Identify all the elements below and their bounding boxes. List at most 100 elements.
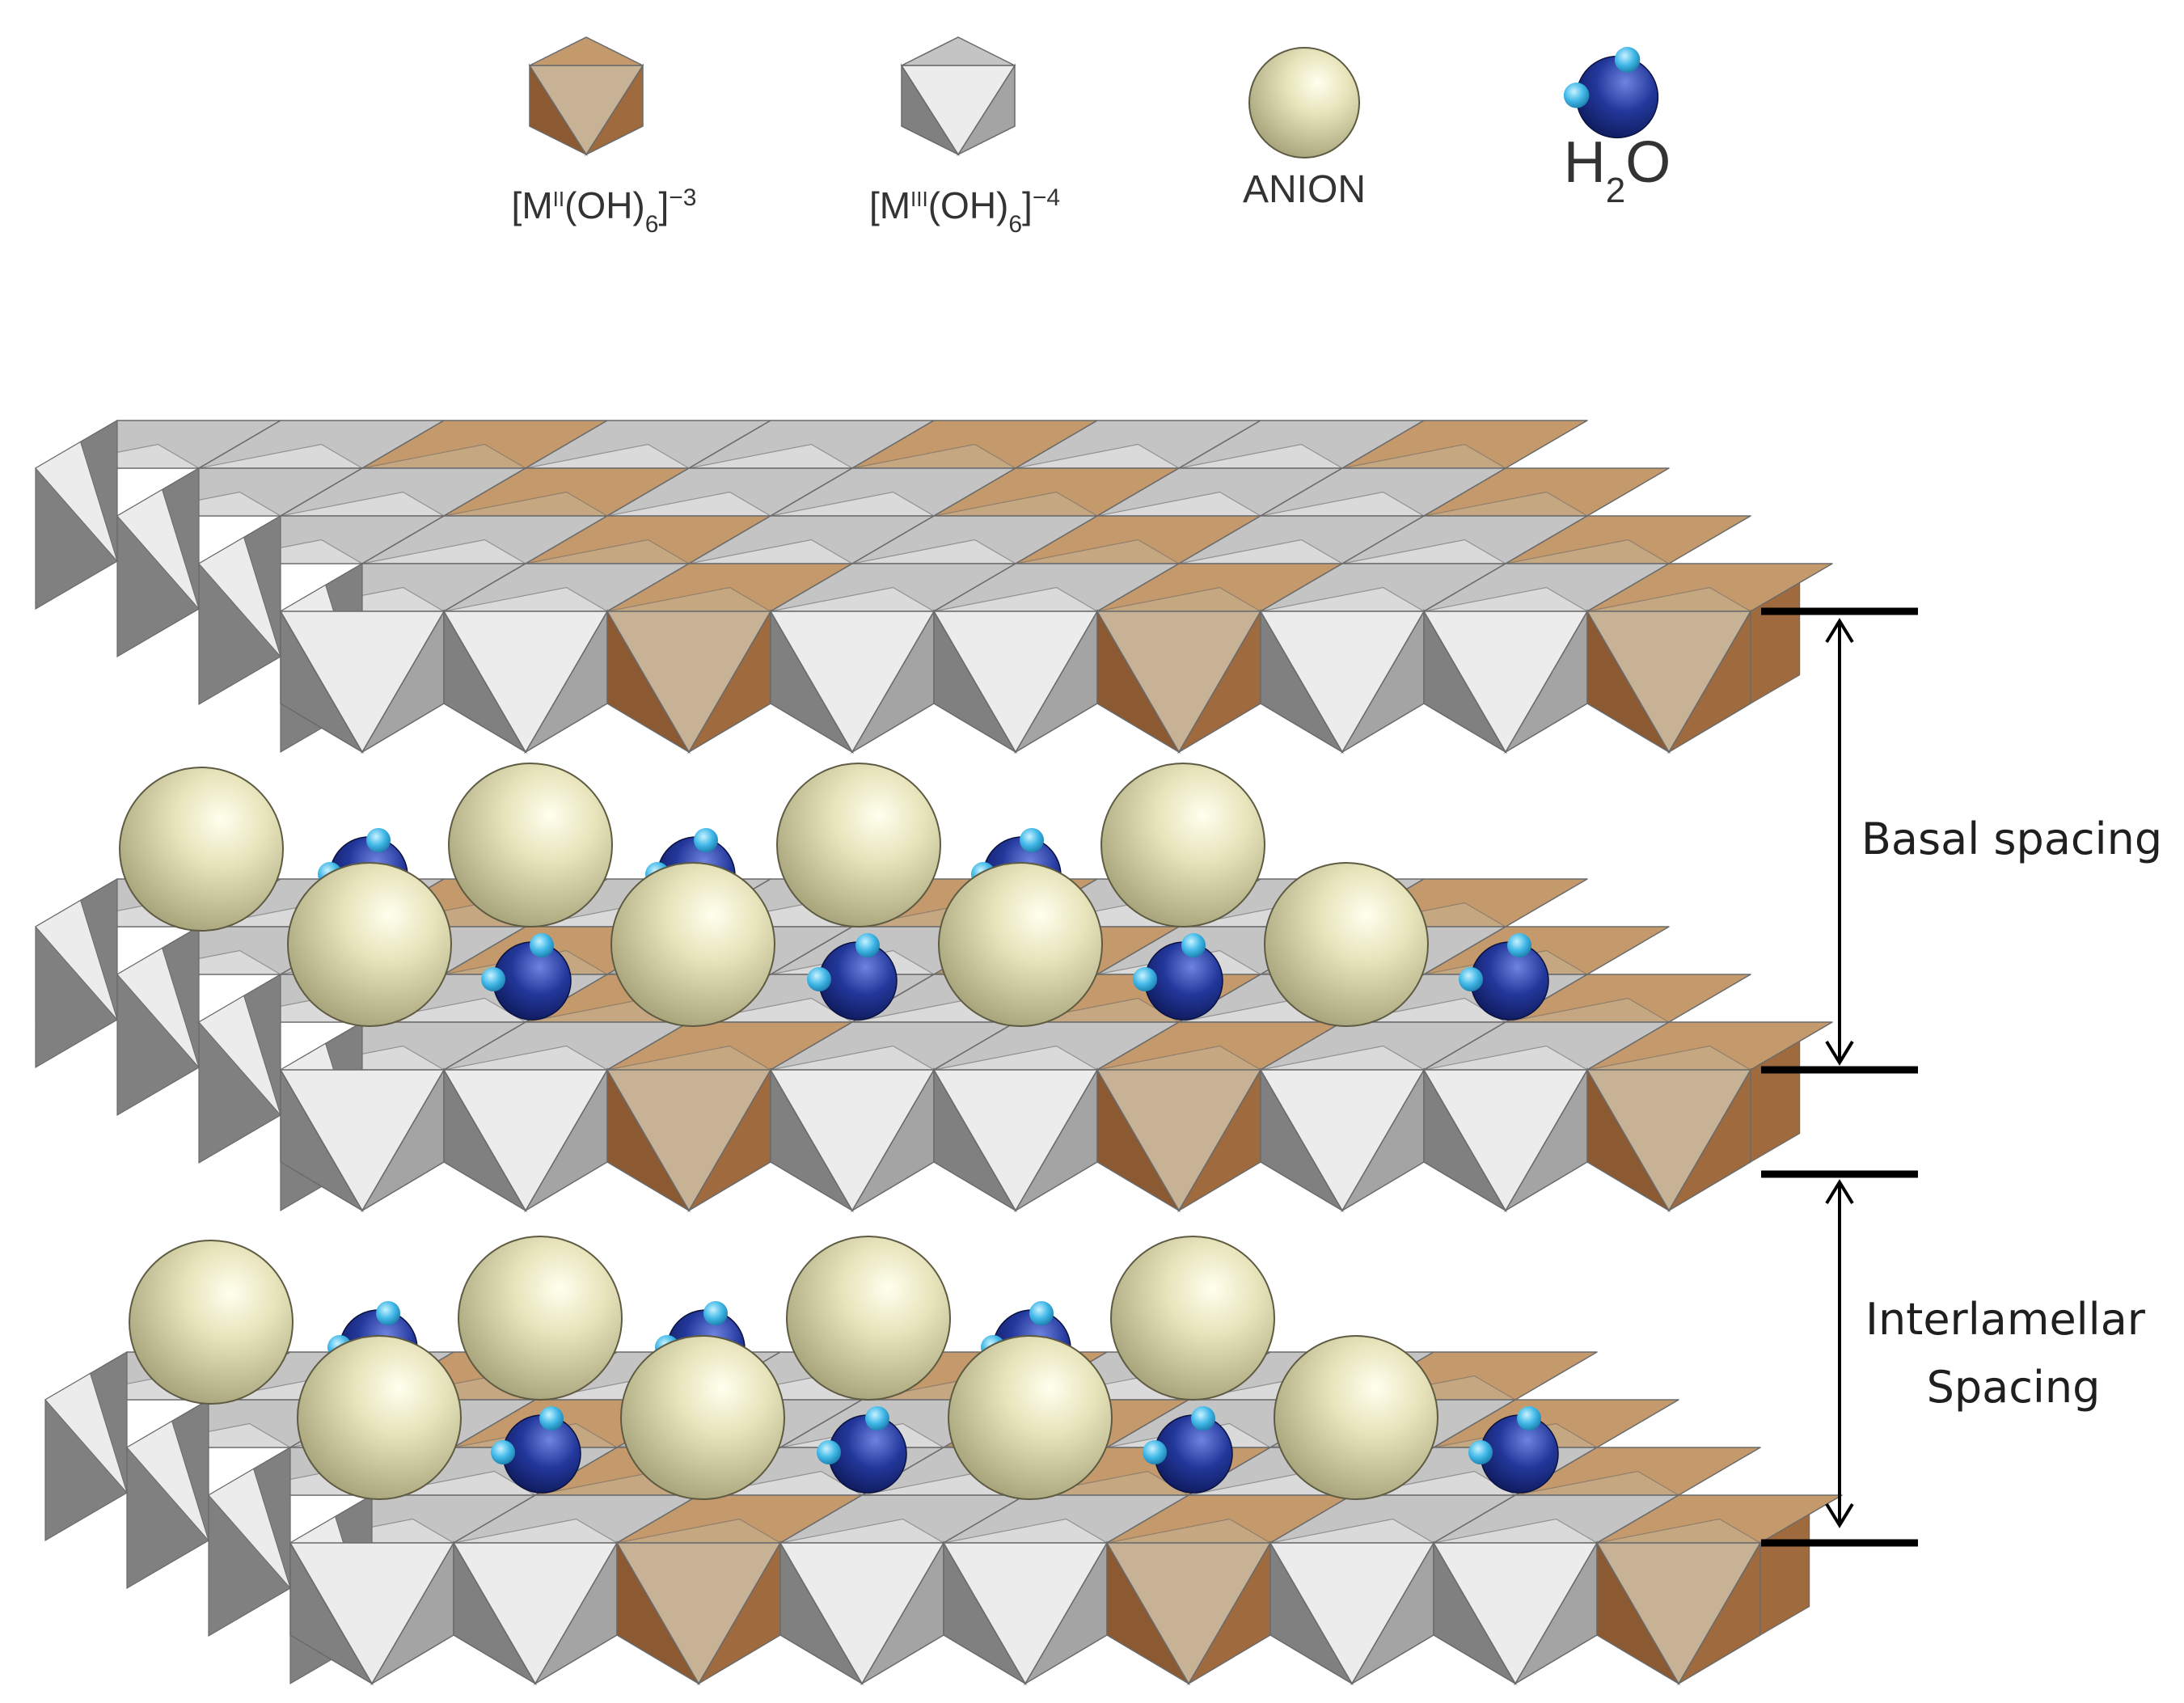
legend-item-m2: [MII(OH)6]−3 <box>512 36 697 238</box>
legend-label-m3: [MIII(OH)6]−4 <box>869 184 1060 238</box>
hydrogen-atom <box>481 967 505 991</box>
basal-spacing-arrow <box>1825 618 1854 1066</box>
anion-sphere <box>287 862 452 1027</box>
interlayer-gallery-1 <box>119 763 1549 1027</box>
legend-label-water: H2O <box>1564 130 1671 210</box>
anion-sphere <box>620 1335 785 1500</box>
legend-item-water: H2O <box>1563 47 1671 210</box>
anion-sphere <box>119 767 284 932</box>
miii-octahedron-front-face <box>1422 1069 1589 1212</box>
layer-side-facet <box>116 947 200 1068</box>
layer-side-facet <box>35 441 118 562</box>
anion-sphere <box>610 862 775 1027</box>
mii-octahedron-front-face <box>606 611 772 754</box>
miii-octahedron-front-face <box>1269 1542 1435 1685</box>
layer-side-facet <box>198 536 281 657</box>
hydrogen-atom <box>1459 967 1483 991</box>
interlamellar-spacing-arrow <box>1825 1179 1854 1528</box>
miii-octahedron-front-face <box>289 1542 455 1685</box>
legend-label-m2: [MII(OH)6]−3 <box>512 184 697 238</box>
hydrogen-atom <box>1143 1440 1167 1464</box>
mii-octahedron-front-face <box>1096 611 1262 754</box>
mii-octahedron-front-face <box>606 1069 772 1212</box>
water-molecule <box>481 933 572 1021</box>
layer-side-facet <box>35 899 118 1021</box>
miii-octahedron-front-face <box>932 1069 1099 1212</box>
miii-octahedron-front-face <box>442 1069 609 1212</box>
hydrogen-atom <box>1507 933 1531 957</box>
anion-sphere <box>448 763 613 928</box>
layer-side-facet <box>126 1420 209 1541</box>
anion-sphere <box>297 1335 462 1500</box>
hydrogen-atom <box>1468 1440 1493 1464</box>
hydrogen-atom <box>376 1301 400 1325</box>
icon-face <box>900 65 1016 156</box>
hydrogen-atom <box>366 828 391 852</box>
icon-face <box>901 36 1016 66</box>
hydrogen-atom <box>807 967 831 991</box>
miii-octahedron-front-face <box>442 611 609 754</box>
hydrogen-atom <box>539 1406 564 1430</box>
water-molecule <box>1459 933 1549 1021</box>
hydrogen-atom <box>855 933 880 957</box>
anion-sphere <box>1274 1335 1438 1500</box>
anion-sphere <box>776 763 941 928</box>
water-molecule <box>817 1406 907 1494</box>
miii-octahedron-front-face <box>1259 611 1426 754</box>
anion-sphere <box>1110 1236 1275 1401</box>
water-molecule <box>1143 1406 1233 1494</box>
hydrogen-atom <box>530 933 554 957</box>
water-molecule-icon <box>1563 47 1659 139</box>
anion-sphere <box>129 1240 294 1405</box>
layer-side-facet <box>44 1372 128 1494</box>
legend-item-anion: ANION <box>1243 47 1366 211</box>
legend: [MII(OH)6]−3 [MIII(OH)6]−4 ANION H2O <box>512 36 1671 238</box>
hydrogen-atom <box>1181 933 1206 957</box>
anion-sphere <box>786 1236 951 1401</box>
legend-label-anion: ANION <box>1243 168 1366 211</box>
miii-octahedron-front-face <box>279 611 446 754</box>
miii-octahedron-front-face <box>452 1542 619 1685</box>
anion-sphere <box>458 1236 623 1401</box>
gray-octahedron-icon <box>900 36 1016 156</box>
layer-stack <box>35 419 1843 1686</box>
anion-sphere <box>938 862 1103 1027</box>
water-molecule <box>1133 933 1223 1021</box>
miii-octahedron-front-face <box>1422 611 1589 754</box>
miii-octahedron-front-face <box>1432 1542 1599 1685</box>
anion-sphere <box>1264 862 1429 1027</box>
anion-sphere <box>1100 763 1265 928</box>
hydrogen-atom <box>694 828 718 852</box>
icon-face <box>528 65 644 156</box>
mii-octahedron-front-face <box>1096 1069 1262 1212</box>
mii-octahedron-front-face <box>1586 611 1752 754</box>
hydrogen-atom <box>1020 828 1044 852</box>
mii-octahedron-front-face <box>1586 1069 1752 1212</box>
hydrogen-atom <box>1517 1406 1541 1430</box>
layer-side-facet <box>208 1468 291 1589</box>
hydrogen-atom <box>703 1301 728 1325</box>
water-molecule <box>491 1406 581 1494</box>
miii-octahedron-front-face <box>942 1542 1109 1685</box>
hydrogen-atom <box>817 1440 841 1464</box>
water-molecule <box>1563 47 1659 139</box>
water-molecule <box>1468 1406 1559 1494</box>
water-molecule <box>807 933 898 1021</box>
spacing-indicators: Basal spacing Interlamellar Spacing <box>1761 607 2162 1547</box>
hydrogen-atom <box>865 1406 889 1430</box>
miii-octahedron-front-face <box>932 611 1099 754</box>
interlamellar-spacing-label-line1: Interlamellar <box>1865 1294 2146 1345</box>
layer-side-facet <box>116 488 200 610</box>
hydrogen-atom <box>1614 47 1641 73</box>
hydrogen-atom <box>1563 82 1590 108</box>
hydrogen-atom <box>1191 1406 1215 1430</box>
hydrogen-atom <box>1029 1301 1054 1325</box>
brown-octahedron-icon <box>528 36 644 156</box>
hydrogen-atom <box>491 1440 515 1464</box>
interlamellar-spacing-label-line2: Spacing <box>1927 1362 2101 1413</box>
anion-sphere-icon <box>1248 47 1360 158</box>
hydrogen-atom <box>1133 967 1157 991</box>
legend-item-m3: [MIII(OH)6]−4 <box>869 36 1060 238</box>
anion-sphere <box>948 1335 1113 1500</box>
